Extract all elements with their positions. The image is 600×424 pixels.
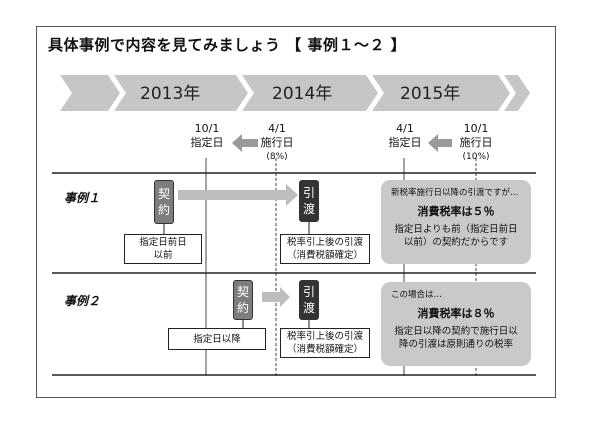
case2-contract-tag-char1: 契 [236,285,249,299]
marker-m4: 10/1 施行日 [455,122,497,150]
case2-delivery-box-line1: 税率引上後の引渡 [286,331,363,342]
case1-delivery-tag-char2: 渡 [302,202,315,216]
case1-delivery-box-line2: （消費税額確定） [286,250,363,261]
case2-contract-box: 指定日以降 [168,328,266,350]
case2-delivery-box: 税率引上後の引渡 （消費税額確定） [280,328,370,358]
case1-note: 新税率施行日以降の引渡ですが… 消費税率は５％ 指定日よりも前（指定日前日 以前… [381,180,531,264]
band-segment-2014 [242,75,378,111]
marker-m2-rate: (8%) [266,152,288,162]
case2-label: 事例２ [64,294,101,308]
marker-m2-date: 4/1 [268,122,286,135]
case2-delivery-box-line2: （消費税額確定） [286,344,363,355]
band-segment-lead [60,75,120,111]
case1-note-body-line1: 指定日よりも前（指定日前日 [394,224,518,235]
marker-m4-rate: (10%) [462,152,490,162]
marker-m2-label: 施行日 [260,136,294,149]
year-label-2015: 2015年 [400,84,461,104]
case1-delivery-box-line1: 税率引上後の引渡 [286,237,363,248]
year-label-2013: 2013年 [140,84,201,104]
case2-contract-box-line1: 指定日以降 [193,333,241,345]
case1-delivery-tag: 引 渡 [299,180,319,222]
case1-label: 事例１ [64,191,101,205]
left-arrow-2014 [232,134,258,152]
marker-m4-date: 10/1 [463,122,489,135]
band-segment-tail [504,75,530,111]
case2-delivery-tag-char2: 渡 [302,301,315,315]
case1-contract-tag: 契 約 [154,180,174,224]
case1-contract-tag-char2: 約 [157,203,170,217]
case2-note-header: この場合は… [391,290,443,300]
case2-contract-tag-char2: 約 [236,301,249,315]
case1-note-main: 消費税率は５％ [417,205,495,218]
case2-note-body-line2: 降の引渡は原則通りの税率 [398,339,513,350]
case2-note-body: 指定日以降の契約で施行日以 降の引渡は原則通りの税率 [391,325,521,351]
marker-m1-label: 指定日 [190,136,224,149]
diagram-title: 具体事例で内容を見てみましょう 【 事例１～２ 】 [48,36,407,54]
marker-m1: 10/1 指定日 [188,122,226,150]
year-band [60,75,530,111]
case1-note-body: 指定日よりも前（指定日前日 以前）の契約だからです [391,223,521,249]
case1-contract-box: 指定日前日 以前 [124,234,202,264]
case2-note-body-line1: 指定日以降の契約で施行日以 [394,326,518,337]
case2-note-main: 消費税率は８％ [417,307,495,320]
case2-contract-tag: 契 約 [233,280,253,320]
case1-flow-arrow [178,184,298,206]
marker-m3-label: 指定日 [388,136,422,149]
case2-delivery-tag-char1: 引 [302,285,315,299]
case2-flow-arrow [262,287,290,307]
marker-m3: 4/1 指定日 [385,122,425,150]
case2-note: この場合は… 消費税率は８％ 指定日以降の契約で施行日以 降の引渡は原則通りの税… [381,282,531,366]
case1-note-body-line2: 以前）の契約だからです [403,237,509,248]
marker-m1-date: 10/1 [194,122,220,135]
case1-contract-box-line1: 指定日前日 [139,237,187,248]
band-segment-2013 [114,75,248,111]
band-segment-2015 [372,75,510,111]
case1-delivery-tag-char1: 引 [302,186,315,200]
marker-m2: 4/1 施行日 [257,122,297,150]
marker-m4-label: 施行日 [459,136,493,149]
marker-m3-date: 4/1 [396,122,414,135]
year-label-2014: 2014年 [272,84,333,104]
case1-delivery-box: 税率引上後の引渡 （消費税額確定） [280,234,370,264]
case1-contract-box-line2: 以前 [153,250,173,261]
case2-delivery-tag: 引 渡 [299,280,319,320]
case1-contract-tag-char1: 契 [157,187,170,201]
left-arrow-2015 [428,134,452,152]
case1-note-header: 新税率施行日以降の引渡ですが… [391,188,519,198]
